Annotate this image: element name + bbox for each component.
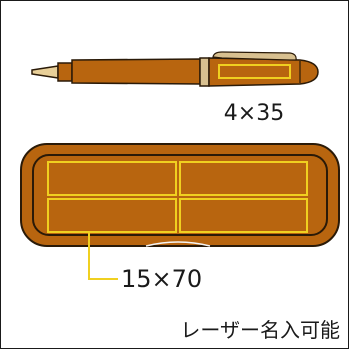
case-engraving-label: 15×70 (121, 265, 202, 293)
pen-cap (208, 57, 319, 87)
pen-center-ring (199, 57, 210, 87)
case-engraving-area-top-right (179, 161, 308, 196)
pen-grip (57, 62, 73, 82)
pen-engraving-area (218, 64, 291, 79)
pen-engraving-label: 4×35 (224, 101, 284, 126)
case-engraving-area-top-left (47, 161, 177, 196)
case-engraving-area-bottom-right (179, 198, 308, 233)
case-leader-line (88, 233, 118, 280)
laser-engraving-note: レーザー名入可能 (180, 318, 340, 342)
pen-case (20, 143, 340, 247)
pen-tip (31, 65, 59, 79)
case-clasp (145, 241, 211, 247)
pen-barrel (71, 58, 201, 85)
case-engraving-area-bottom-left (47, 198, 177, 233)
pen-clip (212, 51, 297, 61)
pen (31, 51, 319, 87)
